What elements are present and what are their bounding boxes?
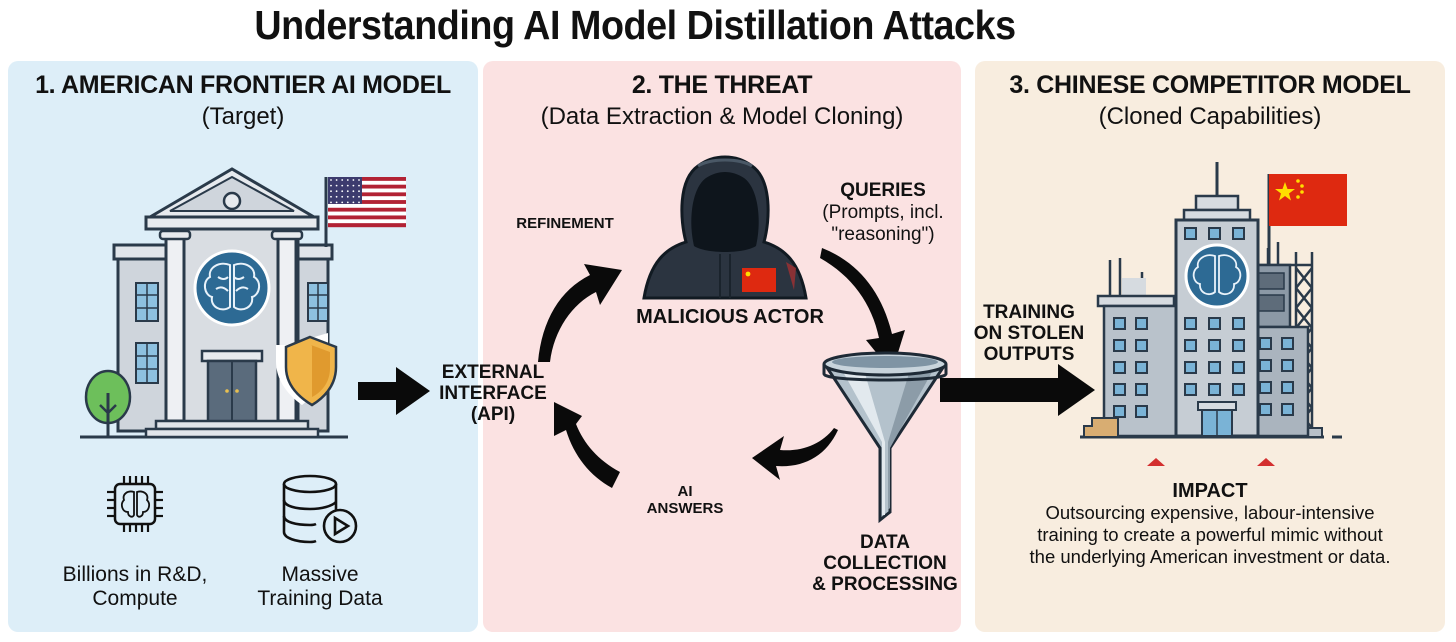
window xyxy=(1113,317,1126,330)
panel-3-title: 3. CHINESE COMPETITOR MODEL xyxy=(1009,71,1411,99)
arrow-refinement-icon xyxy=(538,264,622,362)
window xyxy=(1259,337,1272,350)
feature-training-data-label: Massive Training Data xyxy=(257,563,383,611)
window xyxy=(1113,405,1126,418)
window xyxy=(1184,317,1197,330)
window xyxy=(1208,317,1221,330)
window xyxy=(1281,381,1294,394)
panel-1-subtitle: (Target) xyxy=(201,103,285,130)
arrow-answers-in-icon xyxy=(554,402,620,488)
tree-icon xyxy=(84,369,132,437)
window xyxy=(1135,339,1148,352)
window xyxy=(1232,227,1245,240)
window xyxy=(1232,339,1245,352)
window xyxy=(1208,383,1221,396)
data-collection-label: DATA COLLECTION & PROCESSING xyxy=(812,532,958,595)
brain-icon xyxy=(204,262,260,311)
impact-title: IMPACT xyxy=(1172,480,1248,502)
panel-3-subtitle: (Cloned Capabilities) xyxy=(1098,103,1322,130)
impact-marker-icon xyxy=(1147,458,1165,466)
us-lab-building-icon xyxy=(80,167,406,439)
window xyxy=(1232,317,1245,330)
panel-2-title: 2. THE THREAT xyxy=(631,71,813,99)
impact-markers xyxy=(1147,458,1275,466)
window xyxy=(1281,359,1294,372)
window xyxy=(1135,317,1148,330)
window xyxy=(1259,403,1272,416)
window xyxy=(1232,383,1245,396)
window xyxy=(1259,359,1272,372)
window xyxy=(1281,403,1294,416)
arrow-answers-out-icon xyxy=(752,428,838,480)
window xyxy=(1113,361,1126,374)
window xyxy=(1113,339,1126,352)
window xyxy=(1259,381,1272,394)
impact-description: Outsourcing expensive, labour-intensive … xyxy=(1029,502,1391,567)
ai-chip-icon xyxy=(107,476,163,532)
page-title: Understanding AI Model Distillation Atta… xyxy=(254,2,1016,48)
window xyxy=(1135,383,1148,396)
funnel-icon xyxy=(822,351,948,524)
cn-patch-icon xyxy=(742,268,776,292)
window xyxy=(1184,227,1197,240)
window xyxy=(1135,361,1148,374)
window xyxy=(1208,227,1221,240)
window xyxy=(1208,361,1221,374)
training-label: TRAINING ON STOLEN OUTPUTS xyxy=(973,302,1085,365)
arrow-training-icon xyxy=(940,364,1095,416)
panel-2-subtitle: (Data Extraction & Model Cloning) xyxy=(540,103,904,130)
us-flag-icon xyxy=(324,177,406,247)
queries-label: QUERIES (Prompts, incl. "reasoning") xyxy=(822,180,944,245)
window xyxy=(1184,361,1197,374)
brain-icon xyxy=(1192,254,1242,296)
distillation-cycle-arrows xyxy=(538,248,905,488)
malicious-actor-icon xyxy=(642,155,808,300)
arrow-queries-icon xyxy=(820,248,905,372)
window xyxy=(1281,337,1294,350)
malicious-actor-label: MALICIOUS ACTOR xyxy=(636,306,824,328)
competitor-lab-building-icon xyxy=(1080,162,1347,439)
ai-answers-label: AI ANSWERS xyxy=(646,483,724,517)
arrow-to-api-icon xyxy=(358,367,430,415)
feature-rd-compute-label: Billions in R&D, Compute xyxy=(62,563,208,611)
window xyxy=(1208,339,1221,352)
panel-1-title: 1. AMERICAN FRONTIER AI MODEL xyxy=(35,71,451,99)
impact-marker-icon xyxy=(1257,458,1275,466)
database-play-icon xyxy=(282,474,358,544)
window xyxy=(1184,339,1197,352)
external-api-label: EXTERNAL INTERFACE (API) xyxy=(439,362,547,425)
window xyxy=(1113,383,1126,396)
window xyxy=(1232,361,1245,374)
window xyxy=(1135,405,1148,418)
window xyxy=(1184,383,1197,396)
security-shield-icon xyxy=(276,333,338,407)
refinement-label: REFINEMENT xyxy=(516,215,614,232)
cn-flag-icon xyxy=(1267,174,1347,265)
